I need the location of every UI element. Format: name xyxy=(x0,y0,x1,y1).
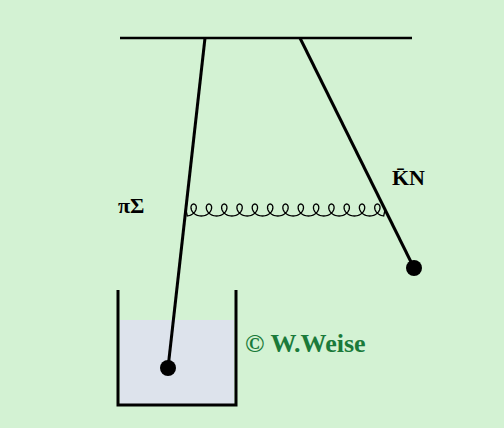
beaker xyxy=(118,290,236,405)
pendulum-bob xyxy=(406,260,422,276)
gluon-spring xyxy=(186,204,385,216)
support-bar xyxy=(120,37,412,40)
pendulum-bob xyxy=(160,360,176,376)
copyright-note: © W.Weise xyxy=(245,328,366,359)
particle-label: πΣ xyxy=(118,193,144,219)
particle-label: K̄N xyxy=(392,165,425,191)
beaker-liquid xyxy=(120,320,234,404)
pendulum-string xyxy=(168,38,205,368)
pendulum-string xyxy=(300,38,414,268)
